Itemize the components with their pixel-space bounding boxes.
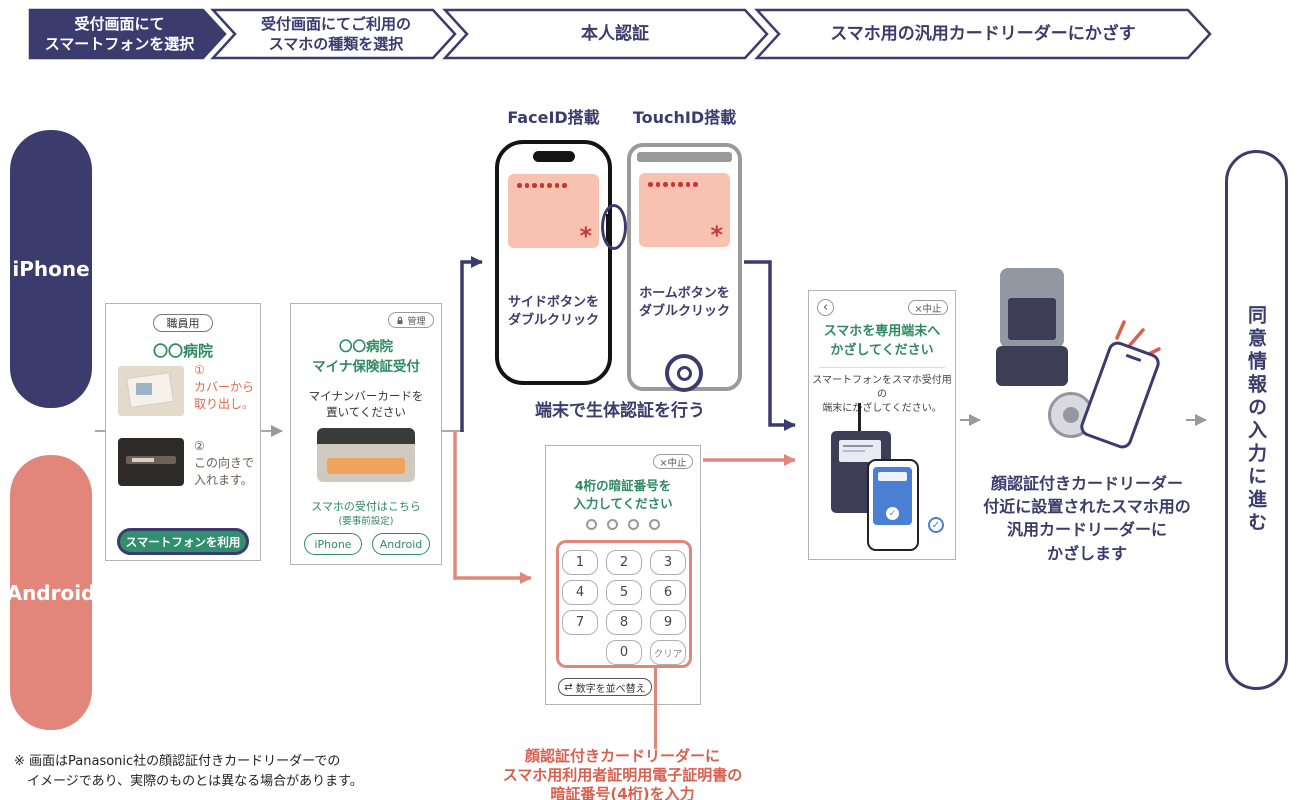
- back-icon: ‹: [817, 299, 834, 316]
- kiosk-screen: 職員用 〇〇病院 ① カバーから 取り出し。 ② この向きで 入れます。 スマー…: [105, 303, 261, 561]
- check-icon: ✓: [886, 507, 899, 520]
- banner-step-3: 本人認証: [581, 23, 649, 44]
- phone-screen-shape: ✓: [873, 467, 912, 525]
- pin-key-clear: クリア: [650, 640, 686, 665]
- banner-step-1: 受付画面にて スマートフォンを選択: [44, 14, 195, 53]
- faceid-phone: * サイドボタンを ダブルクリック: [495, 140, 612, 385]
- reader-slot-photo: [118, 438, 184, 486]
- iphone-select-button: iPhone: [304, 533, 362, 555]
- face-reader-top-shape: [1000, 268, 1064, 348]
- pin-screen: ×中止 4桁の暗証番号を 入力してください 1 2 3 4 5 6 7 8 9 …: [545, 445, 701, 705]
- nfc-pad-center: [1063, 407, 1079, 423]
- staff-badge: 職員用: [153, 314, 213, 332]
- mynumber-card: *: [639, 173, 730, 249]
- face-reader-screen-shape: [1008, 298, 1056, 340]
- goal-label: 同意情報の入力に進む: [1245, 305, 1267, 535]
- pin-key-6: 6: [650, 580, 686, 605]
- pin-caption: 顔認証付きカードリーダーに スマホ用利用者証明用電子証明書の 暗証番号(4桁)を…: [502, 747, 743, 800]
- terminal-screen-shape: [839, 440, 881, 462]
- banner-step-4-shape: [754, 8, 1212, 60]
- hold-screen: ‹ ×中止 スマホを専用端末へ かざしてください スマートフォンをスマホ受付用の…: [808, 290, 956, 560]
- banner-step-3-shape: [442, 8, 769, 60]
- reader-glow-shape: [327, 458, 405, 474]
- pin-key-5: 5: [606, 580, 642, 605]
- pin-keypad-highlight: 1 2 3 4 5 6 7 8 9 0 クリア: [556, 540, 692, 668]
- android-arrow-down: [453, 432, 532, 584]
- admin-badge: 管理: [388, 312, 434, 328]
- phone-speaker-shape: [1125, 353, 1142, 363]
- home-button-highlight: [665, 354, 703, 392]
- side-button-highlight: [601, 204, 627, 250]
- biometric-caption: 端末で生体認証を行う: [535, 400, 705, 421]
- mynumber-card: *: [508, 174, 599, 250]
- divider: [819, 367, 945, 368]
- iphone-arrow-to-reader: [744, 260, 796, 431]
- pin-key-8: 8: [606, 610, 642, 635]
- goal-box: 同意情報の入力に進む: [1225, 150, 1288, 690]
- phone-on-terminal: ✓: [867, 459, 919, 551]
- card-mark-icon: *: [579, 222, 592, 250]
- reorder-label: 数字を並べ替え: [575, 683, 646, 695]
- smartphone-note: スマホの受付はこちら: [311, 500, 421, 513]
- shuffle-icon: ⇄: [564, 681, 573, 693]
- pin-key-2: 2: [606, 550, 642, 575]
- banner-step-4: スマホ用の汎用カードリーダーにかざす: [830, 23, 1136, 44]
- pin-key-3: 3: [650, 550, 686, 575]
- pin-keypad: 1 2 3 4 5 6 7 8 9 0 クリア: [559, 543, 689, 665]
- lock-icon: [397, 316, 404, 324]
- iphone-arrow-up: [460, 256, 483, 432]
- phone-topbar-shape: [637, 152, 732, 162]
- select-title: 〇〇病院 マイナ保険証受付: [312, 339, 420, 375]
- card-reader-photo: [317, 428, 415, 482]
- card-edge-shape: [132, 458, 154, 462]
- home-button-inner: [676, 365, 692, 381]
- banner-step-2: 受付画面にてご利用の スマホの種類を選択: [260, 14, 411, 53]
- pin-key-0: 0: [606, 640, 642, 665]
- admin-badge-label: 管理: [407, 316, 426, 327]
- cover-photo: [118, 366, 184, 416]
- pin-key-4: 4: [562, 580, 598, 605]
- pin-cancel-button: ×中止: [653, 454, 693, 469]
- card-dots: [517, 183, 567, 188]
- pin-dots: [546, 519, 700, 530]
- kiosk-title: 〇〇病院: [152, 342, 213, 360]
- reorder-button: ⇄ 数字を並べ替え: [558, 678, 652, 696]
- hold-cancel-button: ×中止: [908, 300, 948, 315]
- check-badge-icon: ✓: [928, 517, 944, 533]
- pin-key-9: 9: [650, 610, 686, 635]
- card-mark-icon: *: [710, 221, 723, 249]
- card-dots: [648, 182, 698, 187]
- hold-body: スマートフォンをスマホ受付用の 端末にかざしてください。: [812, 375, 952, 414]
- kiosk-step2-text: ② この向きで 入れます。: [194, 439, 255, 487]
- card-photo-shape: [136, 383, 152, 395]
- banner-step-2-shape: [210, 8, 457, 60]
- banner-step-1-shape: [28, 8, 227, 60]
- select-screen: 管理 〇〇病院 マイナ保険証受付 マイナンバーカードを 置いてください スマホの…: [290, 303, 442, 565]
- hold-title: スマホを専用端末へ かざしてください: [823, 324, 941, 358]
- select-instruction: マイナンバーカードを 置いてください: [308, 389, 424, 420]
- pin-key-7: 7: [562, 610, 598, 635]
- row-label-iphone: iPhone: [10, 130, 92, 408]
- touchid-label: TouchID搭載: [632, 108, 737, 127]
- lanyard-shape: [858, 403, 861, 435]
- home-button-note: ホームボタンを ダブルクリック: [638, 286, 730, 319]
- faceid-label: FaceID搭載: [507, 108, 600, 127]
- face-reader-base-shape: [996, 346, 1068, 386]
- android-select-button: Android: [372, 533, 430, 555]
- pin-instruction: 4桁の暗証番号を 入力してください: [573, 478, 673, 512]
- use-smartphone-button: スマートフォンを利用: [117, 528, 249, 555]
- kiosk-step1-text: ① カバーから 取り出し。: [194, 363, 255, 411]
- phone-notch-shape: [532, 151, 575, 162]
- pin-caption-connector: [654, 665, 657, 749]
- footnote: ※ 画面はPanasonic社の顔認証付きカードリーダーでの イメージであり、実…: [14, 754, 363, 790]
- smartphone-note-sub: (要事前設定): [338, 516, 394, 527]
- pin-key-1: 1: [562, 550, 598, 575]
- reader-top-shape: [317, 428, 415, 444]
- row-label-android: Android: [7, 455, 95, 730]
- reader-caption: 顔認証付きカードリーダー 付近に設置されたスマホ用の 汎用カードリーダーに かざ…: [983, 474, 1191, 563]
- side-button-note: サイドボタンを ダブルクリック: [507, 295, 599, 328]
